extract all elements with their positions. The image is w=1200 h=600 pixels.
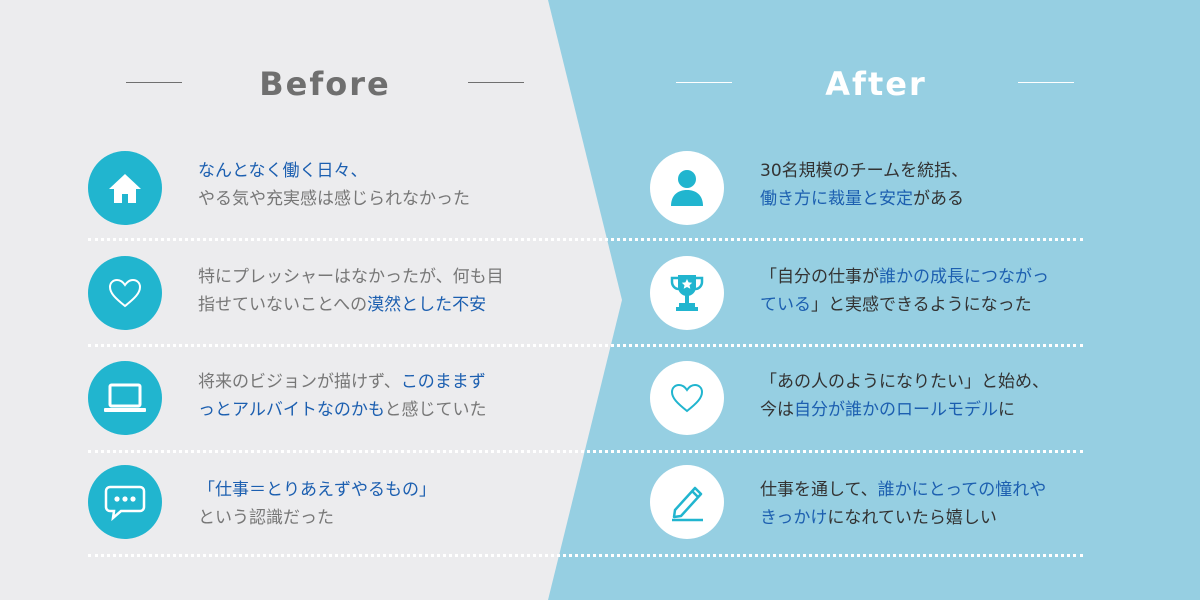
trophy-icon xyxy=(650,256,724,330)
row-divider xyxy=(88,238,1083,241)
row-divider xyxy=(88,450,1083,453)
after-heading-rule-left xyxy=(676,82,732,83)
after-heading-rule-right xyxy=(1018,82,1074,83)
before-heading: Before xyxy=(259,65,391,103)
before-item-3-text: 将来のビジョンが描けず、このままず っとアルバイトなのかもと感じていた xyxy=(198,372,487,420)
heart-icon xyxy=(88,256,162,330)
heart-icon xyxy=(650,361,724,435)
after-item-4-text: 仕事を通して、誰かにとっての憧れや きっかけになれていたら嬉しい xyxy=(760,480,1047,528)
before-item-4-text: 「仕事＝とりあえずやるもの」 という認識だった xyxy=(198,480,436,528)
before-item-1-text: なんとなく働く日々、 やる気や充実感は感じられなかった xyxy=(198,161,470,209)
chat-bubble-icon xyxy=(88,465,162,539)
after-item-3-text: 「あの人のようになりたい」と始め、 今は自分が誰かのロールモデルに xyxy=(760,372,1049,420)
before-heading-rule-right xyxy=(468,82,524,83)
after-heading: After xyxy=(825,65,927,103)
before-item-2-text: 特にプレッシャーはなかったが、何も目 指せていないことへの漠然とした不安 xyxy=(198,267,504,315)
after-item-1-text: 30名規模のチームを統括、 働き方に裁量と安定がある xyxy=(760,161,969,209)
pen-icon xyxy=(650,465,724,539)
after-item-2-text: 「自分の仕事が誰かの成長につながっ ている」と実感できるようになった xyxy=(760,267,1049,315)
row-divider xyxy=(88,554,1083,557)
before-heading-rule-left xyxy=(126,82,182,83)
row-divider xyxy=(88,344,1083,347)
person-icon xyxy=(650,151,724,225)
laptop-icon xyxy=(88,361,162,435)
house-icon xyxy=(88,151,162,225)
